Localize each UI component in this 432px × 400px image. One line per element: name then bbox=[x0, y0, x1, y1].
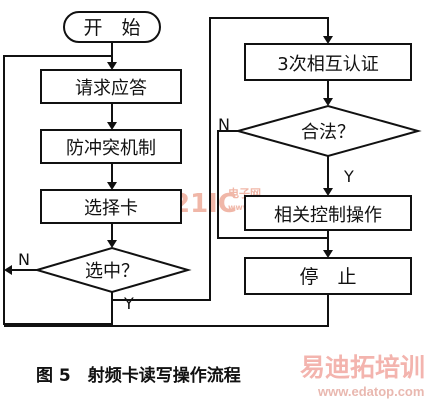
arrowhead bbox=[4, 265, 12, 275]
arrowhead bbox=[323, 36, 333, 44]
decision-selected-yes-label: Y bbox=[123, 294, 134, 313]
branch-selected-to-auth bbox=[111, 17, 329, 301]
decision-selected bbox=[33, 246, 192, 294]
return-line bbox=[4, 294, 329, 327]
watermark-21ic-logo: 21IC bbox=[172, 189, 237, 219]
figure-caption: 图 5 射频卡读写操作流程 bbox=[36, 365, 241, 386]
loop-back-line bbox=[3, 55, 113, 325]
process-request-response bbox=[40, 69, 182, 104]
arrowhead bbox=[323, 250, 333, 258]
arrowhead bbox=[107, 240, 117, 248]
decision-valid-label: 合法？ bbox=[301, 122, 355, 143]
decision-selected-no-label: N bbox=[18, 250, 30, 269]
branch-invalid bbox=[217, 130, 328, 239]
watermark-edatop-logo: 易迪拓培训 bbox=[300, 353, 425, 382]
end-label: 停 止 bbox=[299, 266, 356, 288]
start-label: 开 始 bbox=[83, 17, 140, 39]
process-anticollision bbox=[40, 129, 182, 164]
process-control-operations-label: 相关控制操作 bbox=[274, 205, 382, 226]
arrowhead bbox=[323, 188, 333, 196]
process-mutual-auth-label: 3次相互认证 bbox=[277, 54, 378, 75]
decision-valid-no-label: N bbox=[218, 115, 230, 134]
arrowhead bbox=[107, 122, 117, 130]
decision-selected-label: 选中？ bbox=[85, 261, 139, 282]
process-anticollision-label: 防冲突机制 bbox=[66, 138, 156, 159]
watermark-edatop-url: www.edatop.com bbox=[317, 384, 424, 399]
watermark-edatop: 易迪拓培训 www.edatop.com bbox=[300, 353, 425, 399]
process-select-card bbox=[40, 189, 182, 224]
arrowhead bbox=[323, 98, 333, 106]
process-select-card-label: 选择卡 bbox=[84, 198, 138, 219]
process-mutual-auth bbox=[244, 43, 412, 81]
process-request-response-label: 请求应答 bbox=[75, 78, 147, 99]
decision-valid bbox=[234, 104, 422, 158]
decision-valid-yes-label: Y bbox=[343, 167, 354, 186]
arrowhead bbox=[107, 62, 117, 70]
end-terminal bbox=[244, 257, 412, 295]
arrowhead bbox=[107, 182, 117, 190]
